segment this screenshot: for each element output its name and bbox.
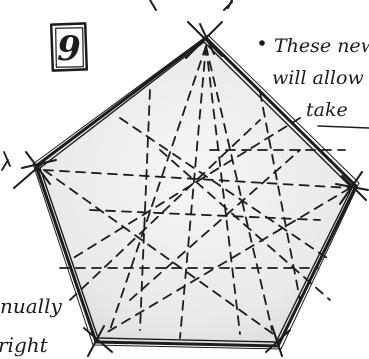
note-underline	[318, 126, 369, 128]
note-bl-line-2: right	[0, 333, 49, 357]
note-line-2: will allow	[272, 67, 364, 89]
note-bl-line-1: nually	[0, 294, 62, 318]
number-badge: 9	[51, 23, 87, 70]
cropped-stroke-top	[150, 0, 232, 10]
note-line-1: These new	[274, 35, 369, 57]
badge-number: 9	[57, 29, 81, 69]
note-line-3: take	[306, 99, 348, 121]
note-bottom-left: nually right	[0, 294, 62, 357]
cropped-marks-left	[2, 152, 10, 170]
bullet-dot	[259, 40, 265, 46]
